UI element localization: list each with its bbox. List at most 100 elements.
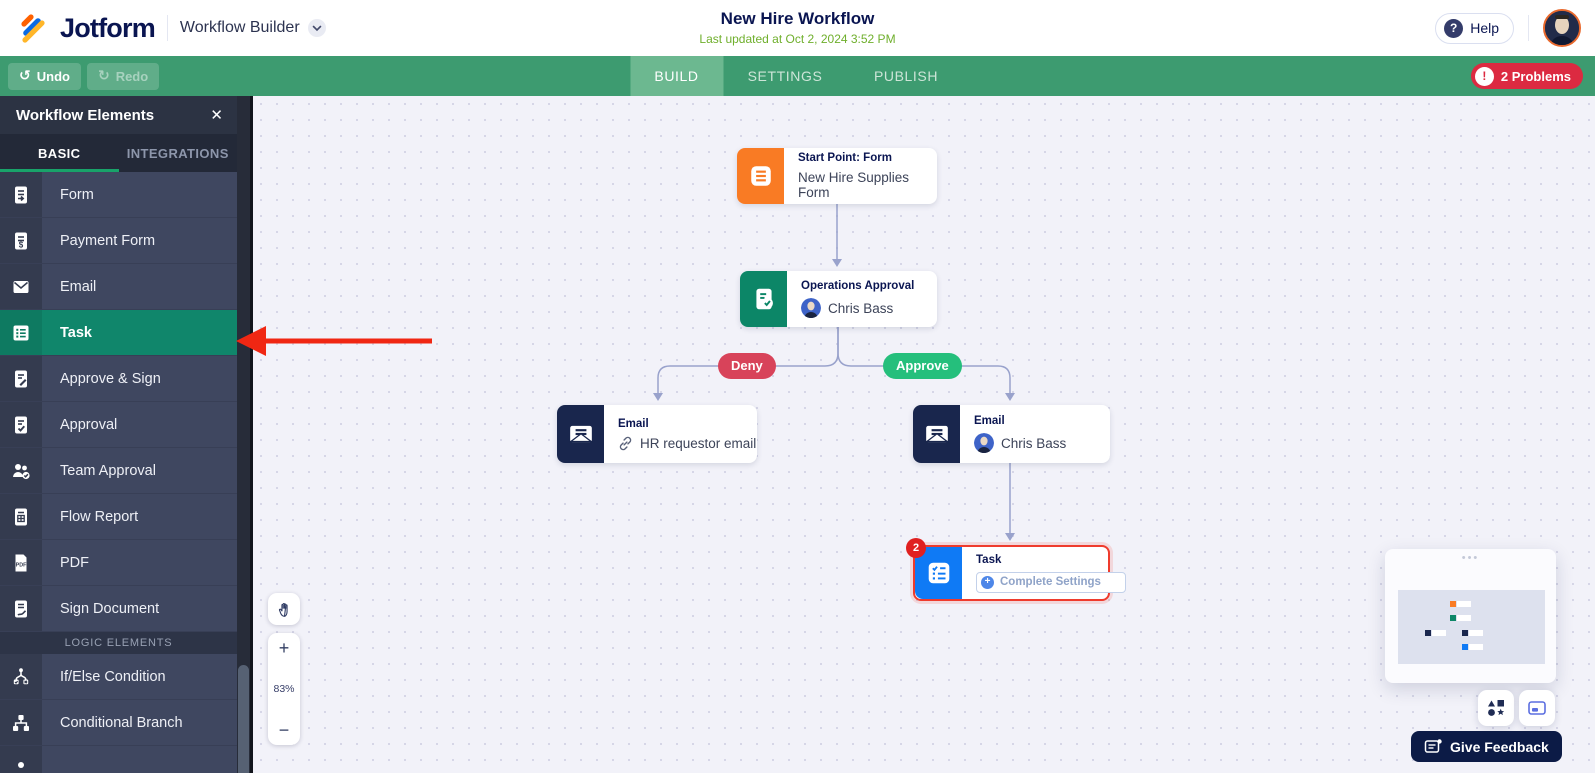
- node-title: Email: [974, 415, 1005, 427]
- approval-icon: [755, 288, 773, 310]
- zoom-controls: + 83% −: [268, 633, 300, 745]
- header-divider: [1528, 15, 1529, 41]
- if-else-condition-icon: [13, 667, 29, 684]
- email-recipient: Chris Bass: [1001, 435, 1067, 451]
- close-icon[interactable]: ✕: [210, 107, 223, 124]
- jotform-logo[interactable]: Jotform: [16, 11, 156, 45]
- jotform-logo-icon: [21, 14, 45, 43]
- zoom-out-button[interactable]: −: [278, 720, 290, 740]
- minimap-drag-handle-icon[interactable]: •••: [1461, 552, 1480, 564]
- node-email-approve[interactable]: Email Chris Bass: [913, 405, 1110, 463]
- sidebar-item-email[interactable]: Email: [0, 264, 237, 310]
- redo-label: Redo: [115, 68, 149, 84]
- approval-icon: [15, 416, 27, 433]
- tab-settings[interactable]: SETTINGS: [747, 68, 823, 84]
- node-task[interactable]: 2 Task + Complete Settings: [906, 538, 1126, 601]
- help-button[interactable]: ? Help: [1435, 12, 1514, 44]
- task-icon: [928, 562, 949, 584]
- sidebar-item-label: Email: [60, 278, 97, 295]
- sidebar-item-form[interactable]: Form: [0, 172, 237, 218]
- panel-title: Workflow Elements: [16, 106, 155, 124]
- sidebar-item-flow-report[interactable]: Flow Report: [0, 494, 237, 540]
- sidebar-item-partial[interactable]: [0, 746, 237, 773]
- svg-text:$: $: [19, 240, 24, 249]
- shapes-icon: [1488, 700, 1505, 716]
- help-label: Help: [1470, 20, 1499, 36]
- sidebar-scrollbar[interactable]: [237, 96, 253, 773]
- minimap-node-approval: [1450, 615, 1471, 621]
- zoom-level: 83%: [273, 683, 295, 695]
- sidebar-item-label: Approve & Sign: [60, 370, 161, 387]
- sidebar-item-approve-sign[interactable]: Approve & Sign: [0, 356, 237, 402]
- minimap-viewport[interactable]: [1398, 590, 1545, 664]
- logic-elements-header: LOGIC ELEMENTS: [0, 632, 237, 654]
- avatar-face-icon: [1545, 11, 1579, 45]
- email-icon: [13, 280, 29, 293]
- sidebar-item-if-else-condition[interactable]: If/Else Condition: [0, 654, 237, 700]
- node-start-form[interactable]: Start Point: Form New Hire Supplies Form: [737, 148, 937, 204]
- approve-sign-icon: [15, 370, 27, 387]
- node-title: Email: [618, 417, 649, 430]
- node-email-deny[interactable]: Email HR requestor email: [557, 405, 757, 463]
- problems-badge[interactable]: ! 2 Problems: [1470, 63, 1583, 89]
- last-updated-text: Last updated at Oct 2, 2024 3:52 PM: [699, 32, 896, 46]
- complete-settings-button[interactable]: + Complete Settings: [976, 571, 1126, 593]
- conditional-branch-icon: [13, 714, 29, 731]
- sidebar-item-label: Form: [60, 186, 94, 203]
- tab-integrations[interactable]: INTEGRATIONS: [126, 145, 229, 161]
- minimap-node-email-approve: [1462, 630, 1483, 636]
- header-divider: [166, 15, 168, 41]
- product-name: Workflow Builder: [179, 19, 300, 36]
- svg-text:PDF: PDF: [16, 562, 27, 568]
- chevron-down-icon: [307, 19, 326, 37]
- page-title[interactable]: New Hire Workflow: [720, 9, 875, 28]
- undo-button[interactable]: ↺ Undo: [8, 62, 81, 90]
- sidebar-item-approval[interactable]: Approval: [0, 402, 237, 448]
- sidebar-item-team-approval[interactable]: Team Approval: [0, 448, 237, 494]
- sidebar-item-sign-document[interactable]: Sign Document: [0, 586, 237, 632]
- link-icon: [619, 436, 632, 450]
- hand-icon: [278, 602, 288, 617]
- feedback-label: Give Feedback: [1450, 738, 1549, 755]
- sidebar-item-label: Team Approval: [60, 462, 156, 479]
- node-title: Task: [976, 553, 1002, 566]
- node-title: Operations Approval: [801, 280, 915, 292]
- mode-tabs: BUILD SETTINGS PUBLISH: [630, 56, 965, 96]
- workflow-elements-panel: Workflow Elements ✕ BASIC INTEGRATIONS F…: [0, 96, 253, 773]
- branch-label-approve[interactable]: Approve: [883, 353, 962, 379]
- sidebar-item-payment-form[interactable]: $ Payment Form: [0, 218, 237, 264]
- elements-shortcut-button[interactable]: [1478, 690, 1514, 726]
- node-operations-approval[interactable]: Operations Approval Chris Bass: [740, 271, 937, 327]
- sidebar-item-task[interactable]: Task: [0, 310, 237, 356]
- user-avatar[interactable]: [1543, 9, 1581, 47]
- scrollbar-thumb[interactable]: [238, 665, 249, 773]
- problem-count-badge: 2: [906, 538, 926, 558]
- sidebar-item-label: Payment Form: [60, 232, 156, 249]
- picture-in-picture-icon: [1528, 701, 1546, 715]
- give-feedback-button[interactable]: Give Feedback: [1411, 731, 1562, 762]
- minimap[interactable]: •••: [1385, 549, 1556, 683]
- sidebar-item-pdf[interactable]: PDF PDF: [0, 540, 237, 586]
- exclamation-icon: !: [1474, 66, 1494, 86]
- tab-publish[interactable]: PUBLISH: [873, 68, 939, 84]
- product-switcher[interactable]: Workflow Builder: [180, 19, 326, 37]
- email-icon: [568, 425, 593, 443]
- zoom-in-button[interactable]: +: [278, 638, 290, 658]
- workflow-canvas[interactable]: Start Point: Form New Hire Supplies Form…: [253, 96, 1595, 773]
- sidebar-item-conditional-branch[interactable]: Conditional Branch: [0, 700, 237, 746]
- recipient-avatar: [974, 433, 994, 453]
- pan-tool-button[interactable]: [268, 593, 300, 625]
- minimap-toggle-button[interactable]: [1519, 690, 1555, 726]
- tab-build[interactable]: BUILD: [630, 56, 723, 96]
- undo-icon: ↺: [19, 68, 31, 84]
- redo-button[interactable]: ↻ Redo: [86, 62, 160, 90]
- brand-name: Jotform: [60, 12, 156, 43]
- email-icon: [924, 425, 949, 443]
- branch-label-deny[interactable]: Deny: [718, 353, 776, 379]
- minimap-node-email-deny: [1425, 630, 1446, 636]
- redo-icon: ↻: [97, 68, 110, 84]
- assignee-name: Chris Bass: [828, 300, 894, 316]
- panel-tabs: BASIC INTEGRATIONS: [0, 134, 237, 172]
- tab-basic[interactable]: BASIC: [0, 134, 119, 172]
- sidebar-item-label: Task: [42, 310, 237, 355]
